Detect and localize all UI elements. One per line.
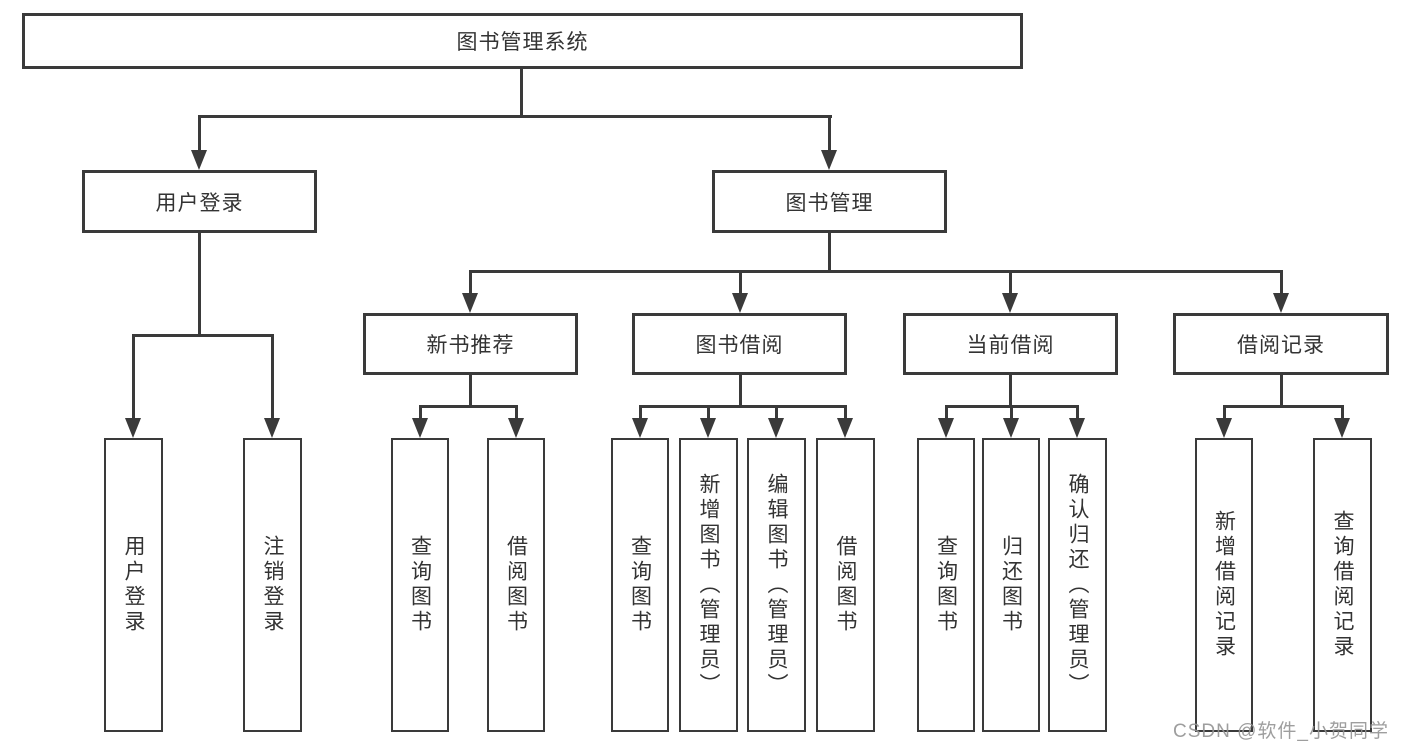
- arrow-down-icon: [821, 150, 837, 170]
- connector-line: [1008, 270, 1012, 297]
- connector-line: [1279, 374, 1283, 407]
- arrow-down-icon: [264, 418, 280, 438]
- leaf-logout-label: 注销登录: [261, 535, 284, 635]
- leaf-add-book-admin: 新增图书（管理员）: [679, 438, 738, 732]
- arrow-down-icon: [938, 418, 954, 438]
- leaf-logout: 注销登录: [243, 438, 302, 732]
- connector-line: [944, 405, 948, 422]
- connector-line: [774, 405, 778, 422]
- connector-line: [706, 405, 710, 422]
- connector-line: [1222, 405, 1226, 422]
- connector-line: [827, 232, 831, 273]
- node-book-management: 图书管理: [712, 170, 947, 233]
- arrow-down-icon: [1273, 293, 1289, 313]
- connector-line: [639, 405, 847, 408]
- leaf-add-borrow-record-label: 新增借阅记录: [1212, 510, 1236, 660]
- node-book-borrowing: 图书借阅: [632, 313, 847, 375]
- leaf-return-books: 归还图书: [982, 438, 1040, 732]
- connector-line: [519, 68, 523, 118]
- connector-line: [1009, 405, 1013, 422]
- arrow-down-icon: [191, 150, 207, 170]
- connector-line: [843, 405, 847, 422]
- arrow-down-icon: [700, 418, 716, 438]
- leaf-add-borrow-record: 新增借阅记录: [1195, 438, 1253, 732]
- leaf-query-books-recommend: 查询图书: [391, 438, 449, 732]
- node-user-login-label: 用户登录: [155, 191, 244, 215]
- arrow-down-icon: [1002, 293, 1018, 313]
- leaf-borrow-books-borrowing-label: 借阅图书: [834, 535, 857, 635]
- leaf-query-books-recommend-label: 查询图书: [408, 535, 432, 635]
- connector-line: [638, 405, 642, 422]
- node-library-system-label: 图书管理系统: [456, 31, 589, 54]
- connector-line: [469, 270, 1283, 273]
- leaf-borrow-books-borrowing: 借阅图书: [816, 438, 875, 732]
- leaf-confirm-return-admin: 确认归还（管理员）: [1048, 438, 1107, 732]
- csdn-watermark: CSDN @软件_小贺同学: [1173, 721, 1389, 742]
- connector-line: [1340, 405, 1344, 422]
- leaf-add-book-admin-label: 新增图书（管理员）: [697, 472, 720, 698]
- connector-line: [468, 270, 472, 297]
- node-current-borrowing: 当前借阅: [903, 313, 1118, 375]
- leaf-query-books-borrowing: 查询图书: [611, 438, 669, 732]
- connector-line: [132, 334, 274, 337]
- leaf-edit-book-admin: 编辑图书（管理员）: [747, 438, 806, 732]
- connector-line: [418, 405, 422, 422]
- connector-line: [1008, 374, 1012, 407]
- node-book-management-label: 图书管理: [785, 191, 874, 215]
- connector-line: [1075, 405, 1079, 422]
- arrow-down-icon: [125, 418, 141, 438]
- arrow-down-icon: [1216, 418, 1232, 438]
- arrow-down-icon: [412, 418, 428, 438]
- leaf-edit-book-admin-label: 编辑图书（管理员）: [765, 472, 788, 698]
- arrow-down-icon: [1003, 418, 1019, 438]
- connector-line: [514, 405, 518, 422]
- leaf-borrow-books-recommend-label: 借阅图书: [504, 535, 528, 635]
- node-current-borrowing-label: 当前借阅: [966, 334, 1055, 357]
- arrow-down-icon: [1069, 418, 1085, 438]
- arrow-down-icon: [768, 418, 784, 438]
- leaf-confirm-return-admin-label: 确认归还（管理员）: [1066, 472, 1089, 698]
- arrow-down-icon: [837, 418, 853, 438]
- arrow-down-icon: [508, 418, 524, 438]
- leaf-query-borrow-record-label: 查询借阅记录: [1331, 510, 1354, 660]
- node-borrow-records-label: 借阅记录: [1237, 334, 1325, 357]
- leaf-query-books-current-label: 查询图书: [934, 535, 958, 635]
- connector-line: [468, 374, 472, 407]
- node-library-system: 图书管理系统: [22, 13, 1023, 69]
- connector-line: [197, 232, 201, 337]
- arrow-down-icon: [632, 418, 648, 438]
- node-borrow-records: 借阅记录: [1173, 313, 1389, 375]
- leaf-query-borrow-record: 查询借阅记录: [1313, 438, 1372, 732]
- connector-line: [827, 115, 831, 154]
- leaf-query-books-current: 查询图书: [917, 438, 975, 732]
- node-new-book-recommend: 新书推荐: [363, 313, 578, 375]
- arrow-down-icon: [1334, 418, 1350, 438]
- connector-line: [198, 115, 832, 118]
- connector-line: [197, 115, 201, 154]
- connector-line: [1223, 405, 1344, 408]
- node-new-book-recommend-label: 新书推荐: [426, 334, 515, 357]
- arrow-down-icon: [462, 293, 478, 313]
- node-user-login: 用户登录: [82, 170, 317, 233]
- connector-line: [738, 270, 742, 297]
- arrow-down-icon: [732, 293, 748, 313]
- connector-line: [419, 405, 518, 408]
- connector-line: [131, 334, 135, 422]
- leaf-user-login-label: 用户登录: [122, 535, 145, 635]
- leaf-query-books-borrowing-label: 查询图书: [628, 535, 652, 635]
- leaf-borrow-books-recommend: 借阅图书: [487, 438, 545, 732]
- connector-line: [270, 334, 274, 422]
- connector-line: [1279, 270, 1283, 297]
- node-book-borrowing-label: 图书借阅: [695, 334, 784, 357]
- connector-line: [738, 374, 742, 407]
- leaf-return-books-label: 归还图书: [999, 535, 1023, 635]
- leaf-user-login: 用户登录: [104, 438, 163, 732]
